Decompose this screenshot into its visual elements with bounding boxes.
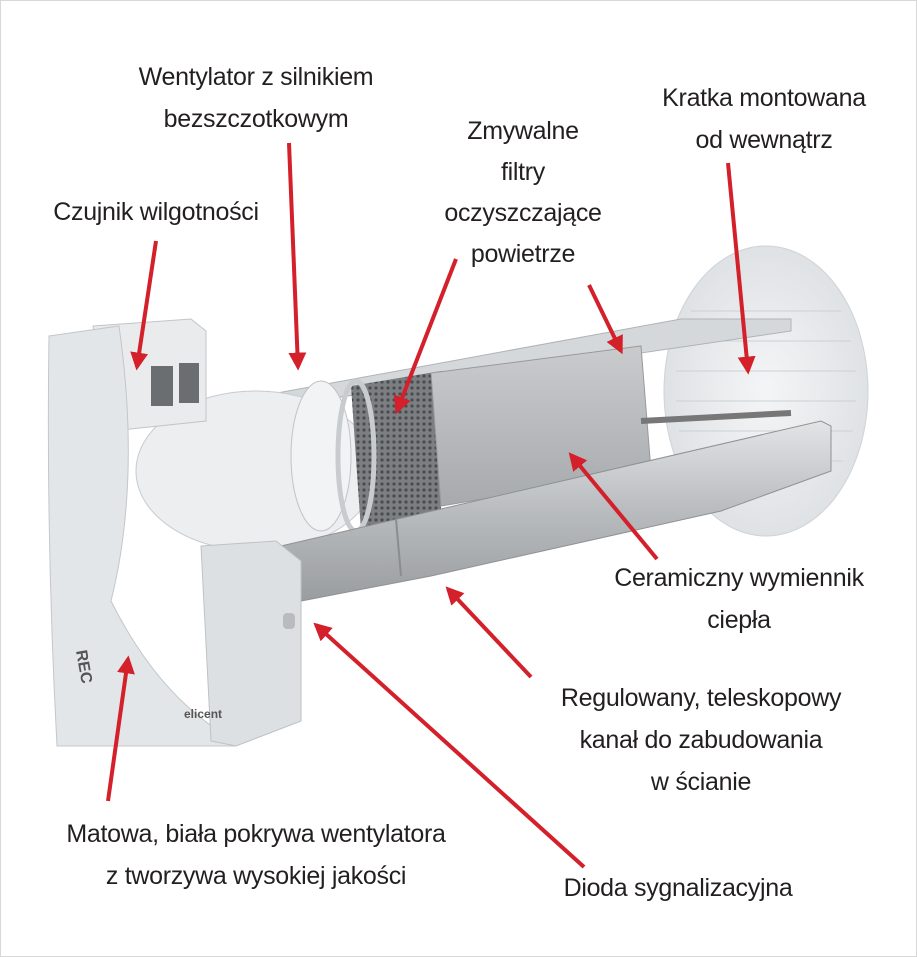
label-line: filtry [500,158,546,186]
front-cover: REC elicent [47,325,302,747]
label-line: Kratka montowana [662,84,866,112]
label-line: Regulowany, teleskopowy [560,684,842,712]
label-line: kanał do zabudowania [579,726,823,754]
label-line: Zmywalne [467,117,579,145]
logo: REC [72,649,95,686]
arrow-filter-left [393,258,458,415]
arrow-heat-exchanger [568,452,659,561]
label-cover: Matowa, biała pokrywa wentylatora z twor… [66,813,445,897]
label-line: oczyszczające [444,199,602,227]
brand-mark: elicent [184,707,222,721]
label-duct: Regulowany, teleskopowy kanał do zabudow… [560,677,842,803]
label-fan: Wentylator z silnikiem bezszczotkowym [139,56,374,140]
label-filters: Zmywalne filtry oczyszczające powietrze [444,111,602,275]
arrow-led [313,622,586,869]
label-led: Dioda sygnalizacyjna [564,867,793,909]
label-heat-exchanger: Ceramiczny wymiennik ciepła [614,557,864,641]
label-line: z tworzywa wysokiej jakości [105,862,407,890]
label-line: Matowa, biała pokrywa wentylatora [66,820,446,848]
label-line: Dioda sygnalizacyjna [563,874,793,902]
arrow-grille [726,162,756,375]
arrow-humidity-sensor [130,240,158,371]
label-line: ciepła [707,606,771,634]
label-line: Wentylator z silnikiem [138,63,374,91]
label-line: powietrze [470,240,576,268]
arrow-duct [445,586,533,679]
label-humidity-sensor: Czujnik wilgotności [53,191,259,233]
arrow-filter-right [587,284,623,355]
label-line: od wewnątrz [695,126,833,154]
arrow-cover [106,655,135,802]
arrow-fan [287,142,307,371]
label-line: bezszczotkowym [163,105,349,133]
label-line: Czujnik wilgotności [53,198,259,226]
telescopic-duct [280,420,832,602]
label-line: Ceramiczny wymiennik [614,564,864,592]
label-grille: Kratka montowana od wewnątrz [662,77,866,161]
label-line: w ścianie [650,768,752,796]
